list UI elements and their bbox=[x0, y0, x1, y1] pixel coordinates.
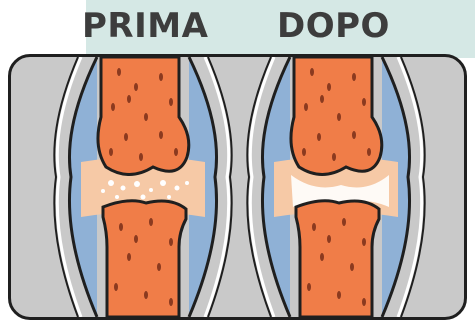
upper-bone-before bbox=[98, 57, 189, 175]
knee-joint-damaged-icon bbox=[54, 57, 231, 317]
illustration-panel bbox=[8, 54, 467, 320]
joints-illustration bbox=[11, 57, 464, 317]
lower-bone-after bbox=[296, 201, 379, 317]
knee-joint-healthy-icon bbox=[247, 57, 424, 317]
upper-bone-after bbox=[291, 57, 382, 175]
lower-bone-before bbox=[103, 201, 186, 317]
before-label: PRIMA bbox=[82, 6, 208, 46]
after-label: DOPO bbox=[277, 6, 390, 46]
